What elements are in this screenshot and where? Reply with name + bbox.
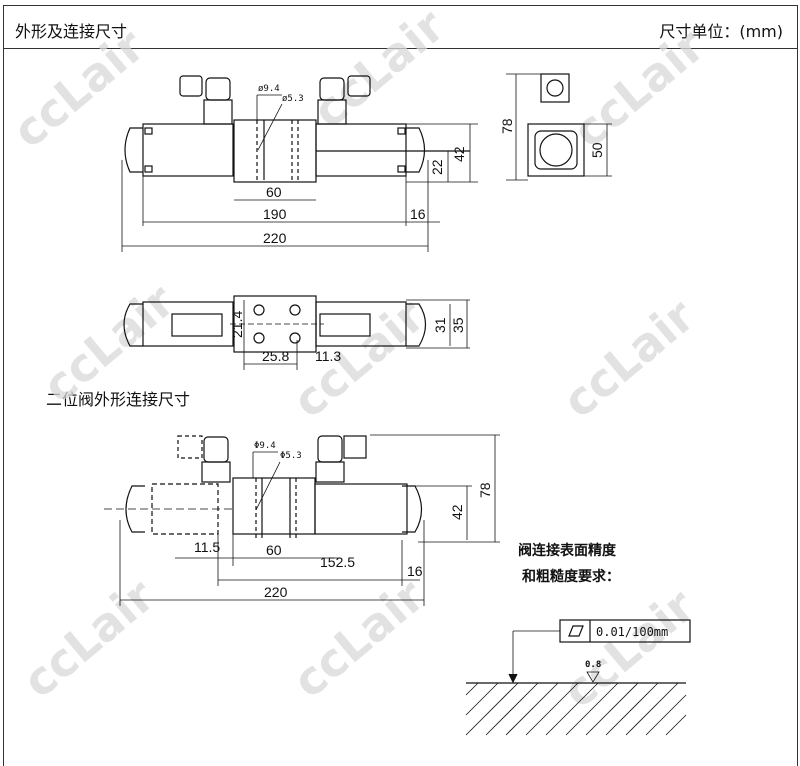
svg-text:220: 220 (263, 230, 287, 246)
front-view-labels: ø9.4 ø5.3 60 190 220 16 22 42 (258, 84, 467, 246)
svg-text:152.5: 152.5 (320, 554, 355, 570)
top-view-labels: 21.4 25.8 11.3 31 35 (229, 311, 466, 364)
header-bar: 外形及连接尺寸 尺寸单位：(mm) (3, 6, 797, 49)
svg-text:Φ5.3: Φ5.3 (280, 451, 302, 461)
svg-text:60: 60 (266, 184, 282, 200)
two-position-labels: Φ9.4 Φ5.3 11.5 60 152.5 16 220 42 78 (194, 441, 493, 600)
svg-text:ccLair: ccLair (12, 568, 164, 708)
surface-labels: 0.01/100mm 0.8 (585, 625, 668, 670)
side-view (506, 73, 612, 181)
svg-text:25.8: 25.8 (262, 348, 289, 364)
svg-text:Φ9.4: Φ9.4 (254, 441, 276, 451)
svg-text:21.4: 21.4 (229, 311, 245, 338)
svg-text:0.01/100mm: 0.01/100mm (596, 625, 668, 639)
svg-text:ccLair: ccLair (2, 18, 154, 158)
svg-text:ccLair: ccLair (32, 273, 184, 413)
surface-note-line1: 阀连接表面精度 (518, 543, 616, 559)
svg-text:ccLair: ccLair (552, 578, 704, 718)
svg-text:ø9.4: ø9.4 (258, 84, 280, 94)
svg-text:35: 35 (450, 317, 466, 333)
svg-text:11.3: 11.3 (315, 348, 341, 364)
two-position-view (104, 434, 500, 606)
side-view-labels: 78 50 (499, 118, 605, 158)
svg-text:16: 16 (410, 206, 426, 222)
svg-text:11.5: 11.5 (194, 539, 220, 555)
svg-text:31: 31 (432, 317, 448, 333)
svg-text:ccLair: ccLair (282, 568, 434, 708)
svg-text:190: 190 (263, 206, 287, 222)
svg-text:ccLair: ccLair (302, 0, 454, 138)
svg-text:60: 60 (266, 542, 282, 558)
front-view (121, 75, 478, 252)
svg-text:220: 220 (264, 584, 288, 600)
drawing-frame (3, 5, 798, 766)
surface-symbol (465, 619, 691, 736)
watermarks: ccLair ccLair ccLair ccLair ccLair ccLai… (2, 0, 714, 718)
svg-text:78: 78 (499, 118, 515, 134)
svg-text:50: 50 (589, 142, 605, 158)
svg-text:ccLair: ccLair (552, 288, 704, 428)
svg-text:ø5.3: ø5.3 (282, 94, 304, 104)
top-view (123, 295, 470, 370)
svg-text:42: 42 (449, 504, 465, 520)
svg-text:78: 78 (477, 482, 493, 498)
header-title: 外形及连接尺寸 (15, 22, 128, 41)
svg-text:16: 16 (407, 563, 423, 579)
svg-text:ccLair: ccLair (282, 288, 434, 428)
svg-text:42: 42 (451, 146, 467, 162)
surface-note-line2: 和粗糙度要求： (522, 569, 620, 585)
section2-title: 二位阀外形连接尺寸 (46, 390, 191, 409)
svg-text:0.8: 0.8 (585, 660, 601, 670)
svg-text:ccLair: ccLair (562, 18, 714, 158)
unit-label: 尺寸单位：(mm) (659, 22, 783, 41)
svg-text:22: 22 (429, 159, 445, 175)
